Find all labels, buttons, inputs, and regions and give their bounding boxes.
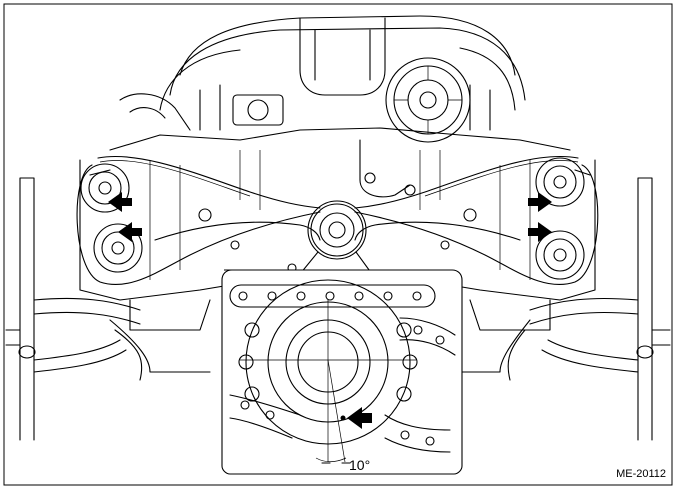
engine-stand-left — [5, 177, 141, 441]
right-cam-upper-arrow-icon — [528, 192, 552, 212]
left-cam-upper-arrow-icon — [108, 192, 132, 212]
timing-chain — [76, 155, 599, 286]
figure-border — [3, 3, 673, 486]
alternator — [385, 57, 471, 143]
right-cam-sprockets — [535, 157, 585, 280]
engine-stand-base — [109, 319, 531, 381]
detail-crank-mark-arrow-icon — [347, 407, 372, 429]
engine-stand-right — [529, 177, 671, 441]
angle-label: 10° — [349, 457, 370, 473]
detail-chain-links — [229, 284, 456, 453]
intake-manifold — [119, 15, 526, 131]
left-cam-sprockets — [80, 163, 143, 273]
figure-reference-code: ME-20112 — [616, 468, 666, 480]
right-cam-lower-arrow-icon — [528, 222, 552, 242]
crank-sprocket — [307, 200, 367, 260]
detail-inset — [221, 269, 463, 475]
left-cam-lower-arrow-icon — [118, 222, 142, 242]
